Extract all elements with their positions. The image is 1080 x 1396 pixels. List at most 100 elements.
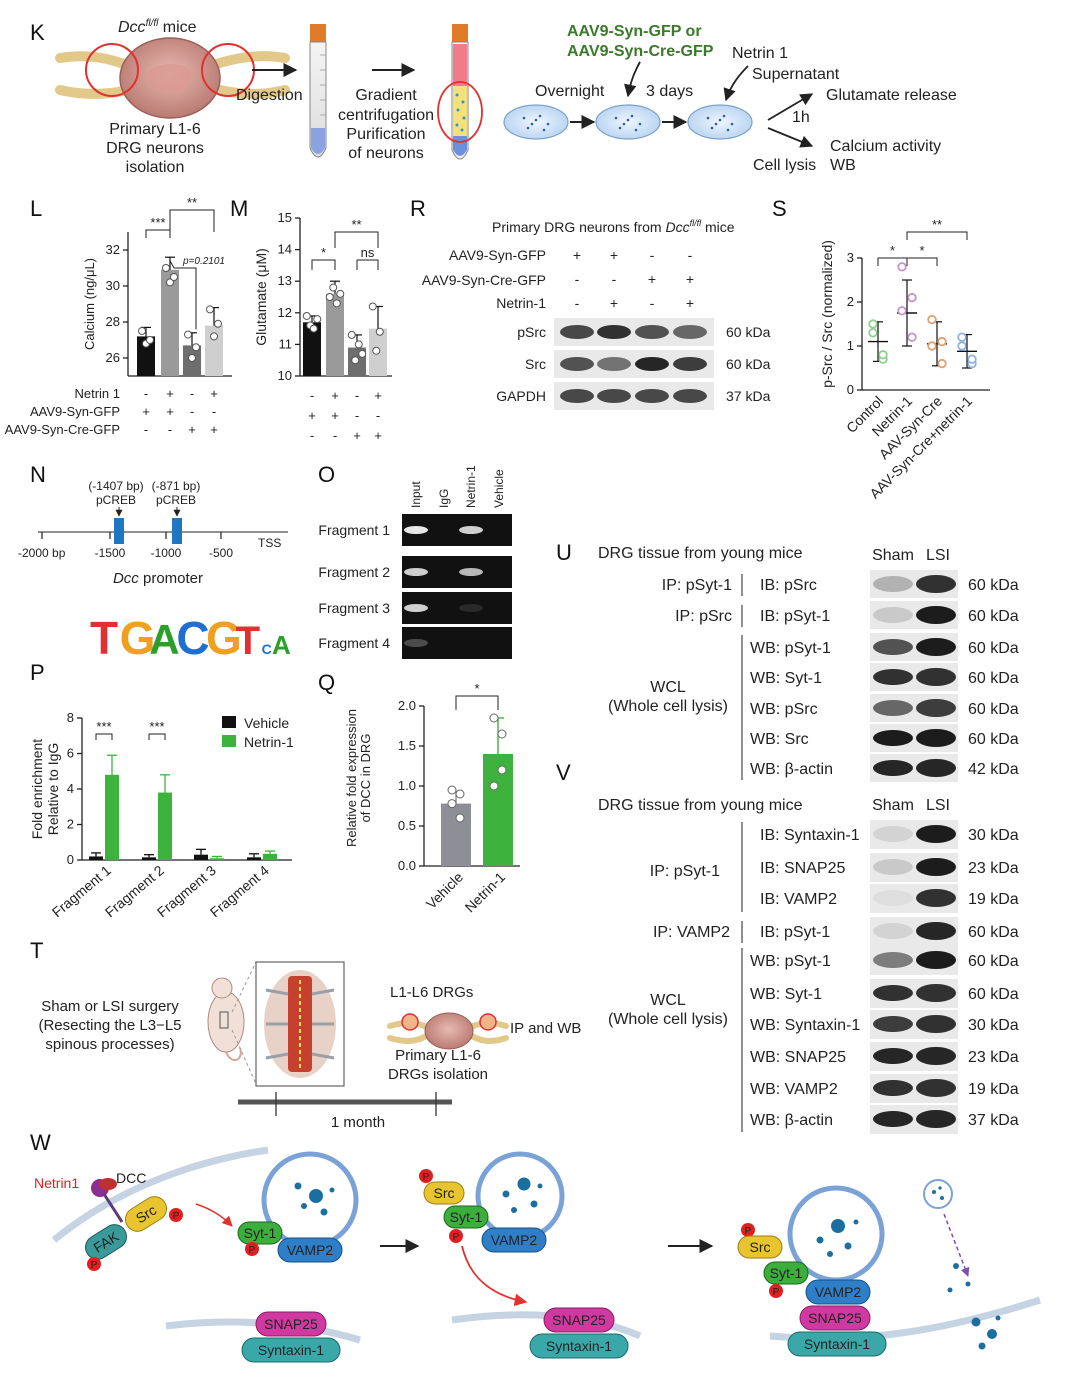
v-band-sham bbox=[873, 1016, 913, 1032]
m-sign: - bbox=[333, 428, 337, 443]
q-y-tick-label: 0.5 bbox=[398, 818, 416, 833]
p-sig-1-bracket bbox=[95, 733, 113, 740]
u-band-sham bbox=[873, 730, 913, 746]
s-point bbox=[957, 341, 967, 351]
vesicle-2 bbox=[475, 1151, 565, 1241]
m-sig-1-label: * bbox=[321, 245, 326, 260]
q-point bbox=[447, 785, 457, 795]
l-sign: - bbox=[144, 386, 148, 401]
u-band-lsi bbox=[916, 699, 956, 717]
panel-label-m: M bbox=[230, 196, 248, 221]
s-point bbox=[897, 306, 907, 316]
r-band bbox=[635, 357, 669, 371]
phospho-6 bbox=[741, 1223, 755, 1237]
p-bar bbox=[247, 857, 261, 860]
t-ipwb: IP and WB bbox=[510, 1020, 581, 1037]
src-protein-3 bbox=[737, 1235, 783, 1259]
motif-letter: C bbox=[176, 612, 209, 664]
v-ib-label: IB: pSyt-1 bbox=[760, 924, 830, 941]
r-sign: - bbox=[688, 247, 693, 263]
o-band bbox=[404, 526, 428, 534]
r-sign: + bbox=[610, 247, 618, 263]
l-y-tick-label: 26 bbox=[106, 350, 120, 365]
n-tick-2000: -2000 bp bbox=[18, 546, 66, 560]
q-y-tick-label: 2.0 bbox=[398, 698, 416, 713]
l-y-label: Calcium (ng/μL) bbox=[82, 258, 97, 350]
panel-label-o: O bbox=[318, 462, 335, 487]
q-point bbox=[455, 789, 465, 799]
m-point bbox=[372, 346, 381, 355]
s-point bbox=[937, 336, 947, 347]
n-site1-creb: pCREB bbox=[96, 493, 136, 507]
v-band-lsi bbox=[916, 889, 956, 907]
p-bar bbox=[158, 792, 172, 860]
m-point bbox=[347, 330, 356, 339]
l-point bbox=[206, 305, 214, 314]
w-syntaxin1-3: Syntaxin-1 bbox=[804, 1336, 870, 1352]
s-sig-2-label: * bbox=[919, 243, 924, 258]
panel-k: K Dccfl/fl mice Primary L1-6 DRG neurons… bbox=[30, 18, 957, 176]
phospho-3 bbox=[245, 1242, 259, 1256]
v-ib-label: IB: SNAP25 bbox=[760, 860, 845, 877]
panel-label-p: P bbox=[30, 660, 45, 685]
o-fragment-label: Fragment 1 bbox=[318, 522, 390, 538]
w-p-4: P bbox=[423, 1172, 430, 1183]
m-sign: - bbox=[355, 408, 359, 423]
k-glutamate: Glutamate release bbox=[826, 87, 957, 104]
m-y-label: Glutamate (μM) bbox=[253, 248, 269, 346]
l-sign: + bbox=[142, 404, 150, 419]
s-point bbox=[868, 328, 878, 338]
m-y-tick-label: 10 bbox=[278, 368, 292, 383]
l-cond-netrin: Netrin 1 bbox=[74, 386, 120, 401]
p-legend-label: Vehicle bbox=[244, 715, 289, 731]
q-point bbox=[455, 813, 465, 823]
w-p-7: P bbox=[773, 1287, 780, 1298]
v-band-lsi bbox=[916, 1015, 956, 1033]
k-mice-label: Dccfl/fl mice bbox=[118, 18, 197, 36]
q-bar bbox=[483, 754, 513, 866]
o-gel-strip bbox=[402, 627, 512, 659]
m-point bbox=[309, 324, 318, 333]
q-y-label-2: of DCC in DRG bbox=[358, 734, 373, 823]
k-isolation-2: DRG neurons bbox=[106, 140, 204, 157]
n-tick-1000: -1000 bbox=[151, 546, 182, 560]
t-sham-2: (Resecting the L3−L5 bbox=[38, 1017, 181, 1034]
m-point bbox=[375, 327, 384, 336]
v-band-lsi bbox=[916, 984, 956, 1002]
u-kda: 60 kDa bbox=[968, 608, 1019, 625]
u-wb-label: WB: pSyt-1 bbox=[750, 640, 831, 657]
panel-label-w: W bbox=[30, 1130, 51, 1155]
phospho-2 bbox=[87, 1257, 101, 1271]
t-month: 1 month bbox=[331, 1114, 385, 1131]
l-sig-1-label: *** bbox=[150, 215, 165, 230]
vamp2-protein-2 bbox=[481, 1227, 547, 1253]
snap25-protein-2 bbox=[543, 1307, 615, 1333]
q-y-tick-label: 1.5 bbox=[398, 738, 416, 753]
v-wb-label: WB: pSyt-1 bbox=[750, 953, 831, 970]
spinal-cord-illustration bbox=[55, 37, 290, 119]
v-band-lsi bbox=[916, 951, 956, 969]
m-sign: + bbox=[374, 428, 382, 443]
l-sign: + bbox=[210, 422, 218, 437]
r-sign: - bbox=[612, 271, 617, 287]
w-syt1-3: Syt-1 bbox=[770, 1265, 803, 1281]
u-band-lsi bbox=[916, 668, 956, 686]
q-bar bbox=[441, 803, 471, 866]
s-sig-2-bracket bbox=[906, 257, 938, 266]
w-netrin1: Netrin1 bbox=[34, 1175, 79, 1191]
q-x-label: Netrin-1 bbox=[462, 869, 509, 916]
zoom-line-1 bbox=[231, 961, 257, 1013]
v-kda: 37 kDa bbox=[968, 1112, 1019, 1129]
panel-v: V DRG tissue from young mice Sham LSI IP… bbox=[556, 760, 1019, 1134]
v-band-sham bbox=[873, 985, 913, 1001]
v-ip1-label: IP: pSyt-1 bbox=[650, 863, 720, 880]
v-band-sham bbox=[873, 952, 913, 968]
src-protein-2 bbox=[423, 1181, 465, 1205]
k-supernatant: Supernatant bbox=[752, 66, 840, 83]
v-band-sham bbox=[873, 859, 913, 875]
l-cond-gfp: AAV9-Syn-GFP bbox=[30, 404, 120, 419]
s-sig-1-label: * bbox=[890, 243, 895, 258]
u-band-lsi bbox=[916, 729, 956, 747]
